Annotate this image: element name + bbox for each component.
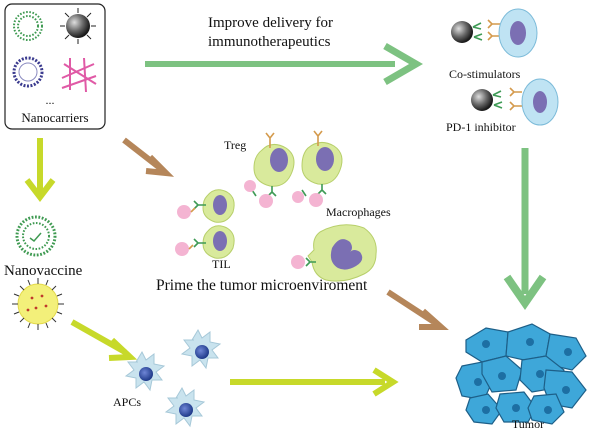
polymer-network-icon: [61, 57, 97, 93]
arrow-apcs-to-tumor: [230, 367, 399, 397]
treg-cell-2: [292, 130, 343, 207]
arrow-microenvironment-to-tumor: [386, 289, 449, 330]
arrow-to-microenvironment: [122, 137, 175, 177]
arrow-to-tumor-green: [503, 148, 547, 311]
prime-microenvironment-label: Prime the tumor microenviroment: [156, 277, 368, 294]
apcs-label: APCs: [113, 395, 141, 409]
co-stimulator-cell-nucleus: [510, 21, 526, 45]
treg-label: Treg: [224, 138, 246, 152]
arrow-to-nanovaccine: [24, 138, 56, 202]
tumor-mass: [455, 323, 587, 425]
co-stimulators-label: Co-stimulators: [449, 67, 521, 81]
nanocarriers-box: ... Nanocarriers: [4, 3, 106, 130]
macrophage-cell: [291, 224, 377, 282]
nanocarriers-label: Nanocarriers: [21, 110, 88, 125]
improve-delivery-text-line2: immunotherapeutics: [208, 34, 331, 50]
nanovaccine-particle-icon: [12, 278, 64, 330]
til-label: TIL: [212, 257, 231, 271]
improve-delivery-text-line1: Improve delivery for: [208, 15, 333, 31]
pd1-inhibitor-complex: [471, 78, 559, 126]
nanovaccine-label: Nanovaccine: [4, 263, 83, 279]
pd1-cell-nucleus: [533, 91, 547, 113]
co-stimulator-complex: [451, 8, 538, 58]
micelle-icon: [12, 56, 44, 88]
arrow-to-apcs: [70, 319, 138, 361]
til-cell-2: [175, 225, 235, 259]
liposome-icon: [13, 11, 43, 41]
treg-cell-1: [244, 132, 295, 208]
metal-nanoparticle-icon: [60, 8, 96, 44]
tumor-label: Tumor: [512, 417, 544, 431]
apc-cell-3: [164, 386, 206, 428]
apc-cell-2: [180, 328, 222, 370]
pd1-nanoparticle: [471, 89, 493, 111]
tumor-cell-nuclei: [474, 338, 572, 414]
ellipsis-label: ...: [46, 93, 55, 107]
macrophages-label: Macrophages: [326, 205, 391, 219]
apc-cell-1: [124, 350, 166, 392]
nanovaccine-liposome-icon: [15, 215, 57, 257]
pd1-inhibitor-label: PD-1 inhibitor: [446, 120, 516, 134]
til-cell-1: [177, 189, 235, 223]
co-stimulator-nanoparticle: [451, 21, 473, 43]
arrow-improve-delivery: [145, 42, 423, 86]
